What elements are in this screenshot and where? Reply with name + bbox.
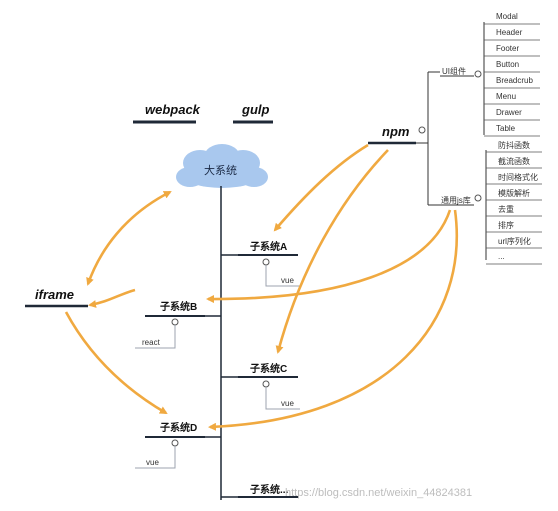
watermark: https://blog.csdn.net/weixin_44824381 bbox=[285, 487, 473, 499]
ui-item: Modal bbox=[496, 12, 518, 21]
ui-item: Footer bbox=[496, 44, 520, 53]
subsystem-c-tech: vue bbox=[281, 399, 294, 408]
js-item: url序列化 bbox=[498, 237, 531, 246]
subsystem-b-branch bbox=[135, 325, 176, 349]
js-group-label: 通用js库 bbox=[441, 196, 471, 205]
js-item: 防抖函数 bbox=[498, 141, 530, 150]
subsystem-d-tech: vue bbox=[146, 458, 159, 467]
subsystem-a-branch bbox=[265, 265, 300, 287]
subsystem-a-tech: vue bbox=[281, 276, 294, 285]
subsystem-d-branch bbox=[135, 446, 176, 469]
js-group-node bbox=[474, 194, 482, 202]
js-item: ... bbox=[498, 252, 505, 261]
arrow-iframe-subsystem-b bbox=[88, 288, 136, 308]
subsystem-a-node bbox=[262, 258, 270, 266]
js-item: 截流函数 bbox=[498, 157, 530, 166]
subsystem-c-label: 子系统C bbox=[250, 364, 288, 375]
ui-group-label: UI组件 bbox=[442, 67, 466, 76]
arrow-js-subsystem-b bbox=[206, 209, 452, 304]
npm-to-groups bbox=[416, 72, 429, 205]
main-system-label: 大系统 bbox=[204, 165, 237, 177]
subsystem-c-node bbox=[262, 380, 270, 388]
arrow-iframe-subsystem-d bbox=[64, 311, 168, 415]
webpack-label: webpack bbox=[145, 102, 200, 117]
subsystem-b-tech: react bbox=[142, 338, 160, 347]
js-item: 模版解析 bbox=[498, 189, 530, 198]
arrow-js-subsystem-d bbox=[208, 209, 458, 431]
ui-group-node bbox=[474, 70, 482, 78]
arrow-cloud-iframe bbox=[86, 190, 172, 286]
ui-item: Breadcrub bbox=[496, 76, 533, 85]
ui-item: Header bbox=[496, 28, 523, 37]
subsystem-c-branch bbox=[265, 387, 300, 410]
arrow-npm-subsystem-c bbox=[275, 149, 389, 354]
gulp-label: gulp bbox=[242, 102, 270, 117]
iframe-label: iframe bbox=[35, 287, 75, 302]
subsystem-a-label: 子系统A bbox=[250, 242, 288, 253]
arrow-npm-subsystem-a bbox=[273, 143, 369, 232]
ui-item: Table bbox=[496, 124, 516, 133]
subsystem-b-node bbox=[171, 318, 179, 326]
js-item: 排序 bbox=[498, 221, 514, 230]
subsystem-b-label: 子系统B bbox=[160, 302, 198, 313]
npm-node bbox=[418, 126, 426, 134]
main-system-cloud bbox=[176, 144, 268, 188]
npm-label: npm bbox=[382, 124, 410, 139]
ui-item: Button bbox=[496, 60, 520, 69]
subsystem-more-label: 子系统... bbox=[250, 485, 289, 496]
ui-item: Menu bbox=[496, 92, 517, 101]
js-item: 去重 bbox=[498, 205, 514, 214]
js-item: 时间格式化 bbox=[498, 173, 538, 182]
subsystem-d-node bbox=[171, 439, 179, 447]
ui-item: Drawer bbox=[496, 108, 522, 117]
subsystem-d-label: 子系统D bbox=[160, 423, 198, 434]
